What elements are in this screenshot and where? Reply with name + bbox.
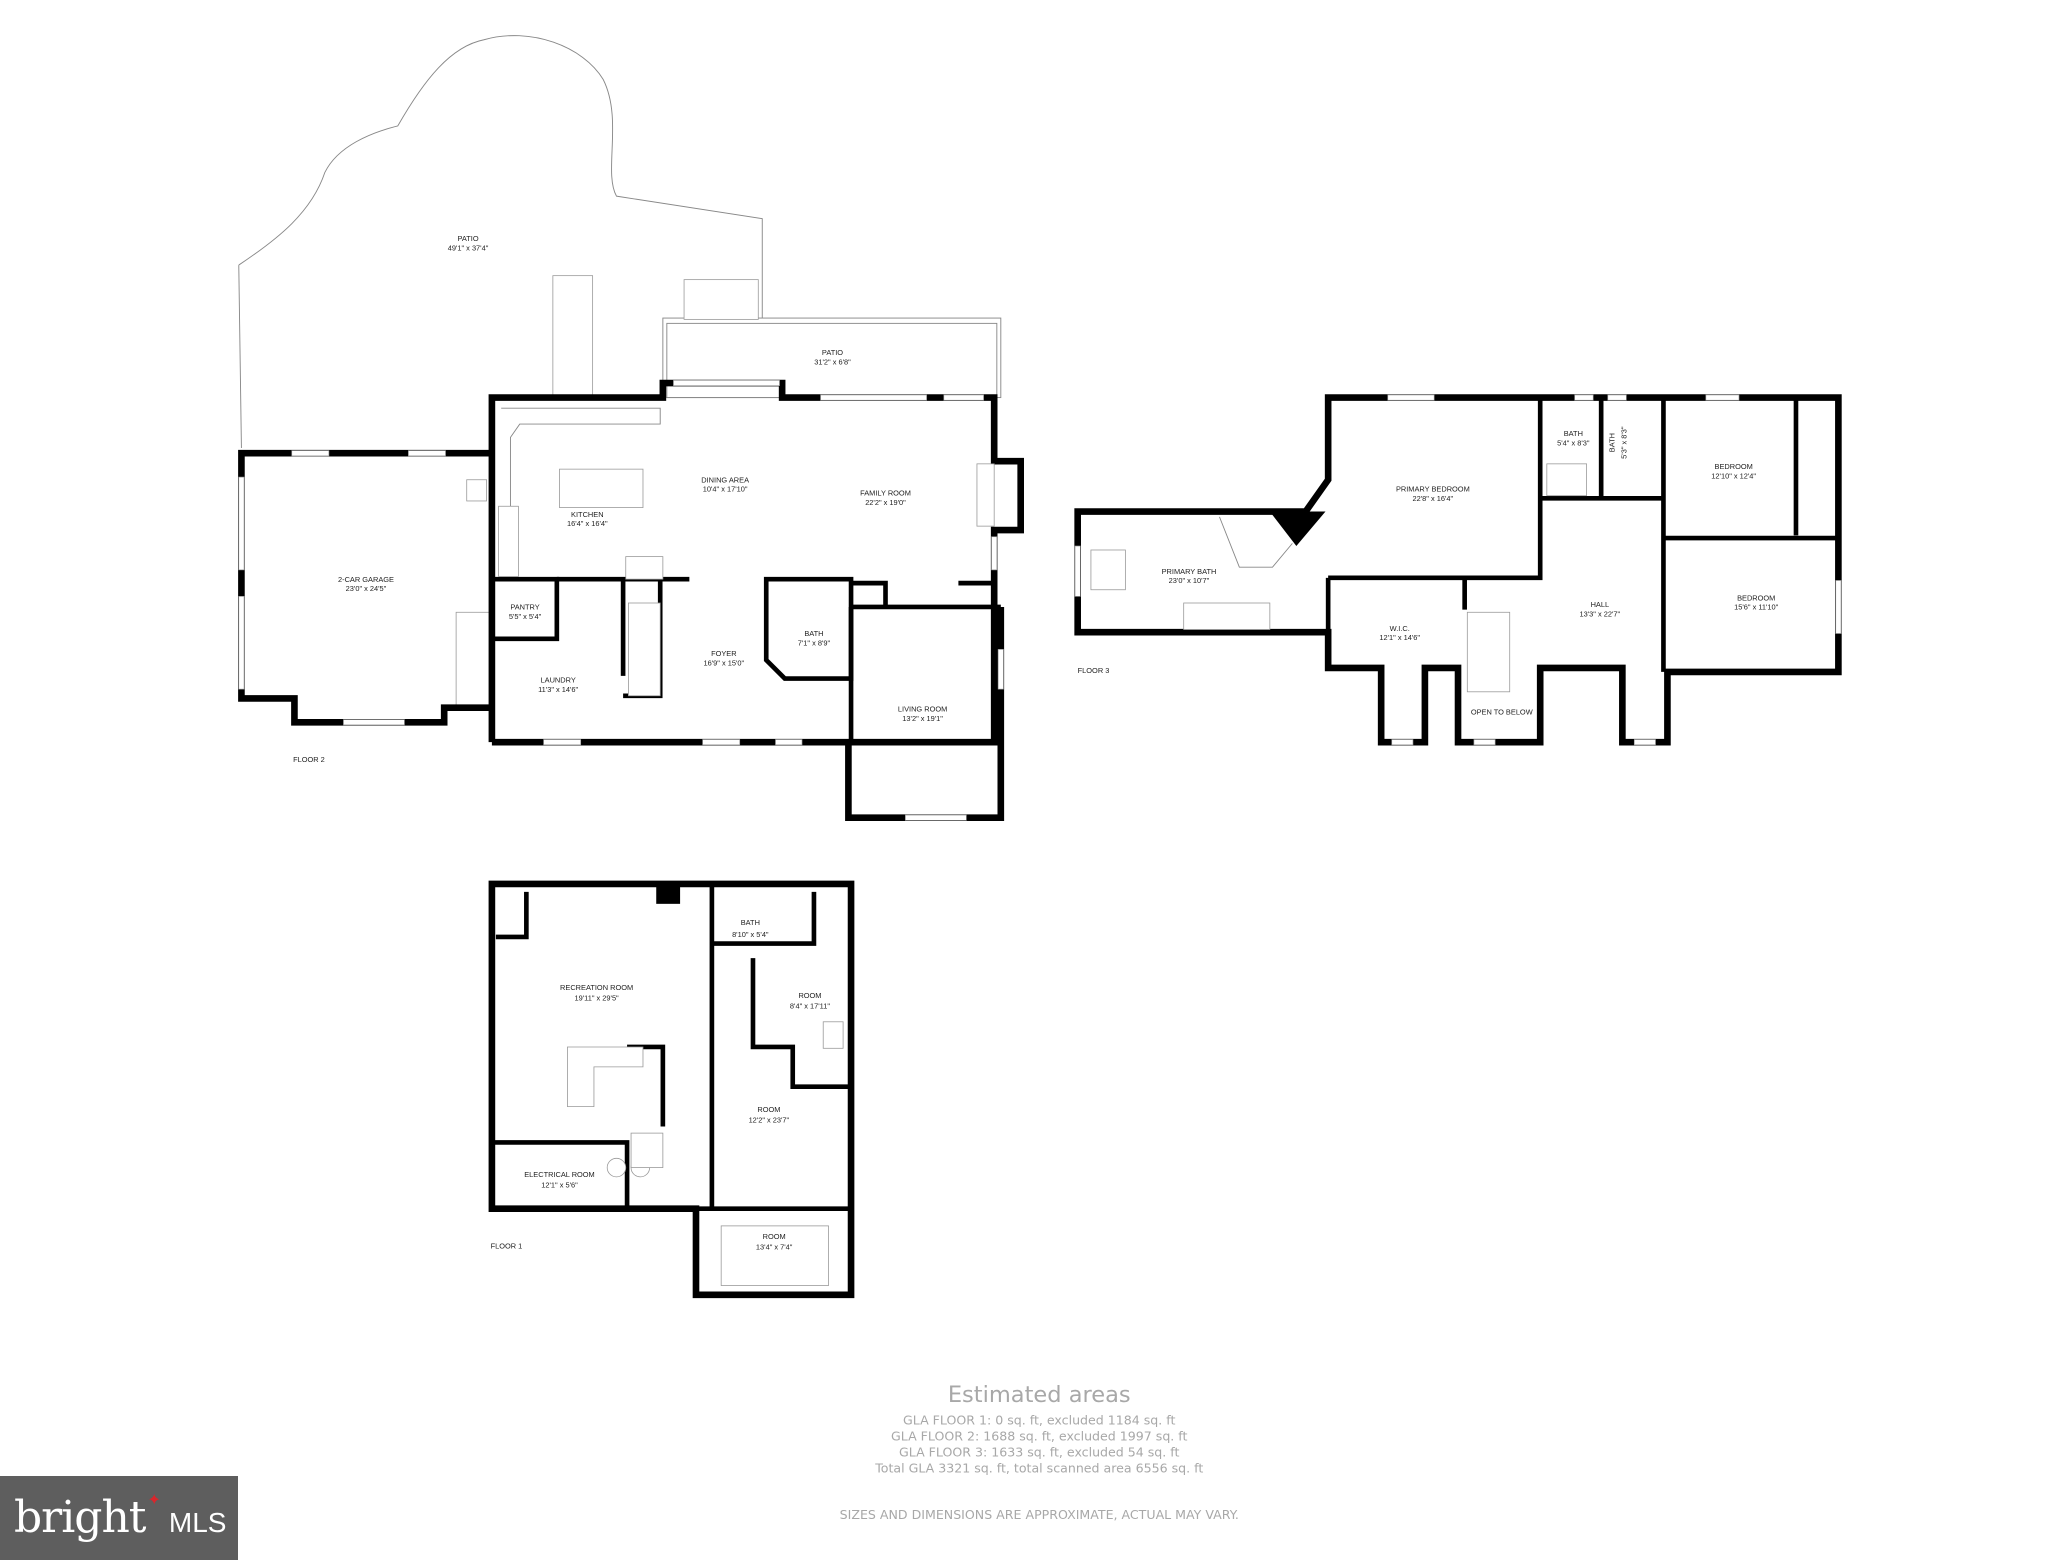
room-name: PRIMARY BEDROOM (1396, 485, 1470, 494)
room-size: 7'1" x 8'9" (798, 638, 831, 647)
room-size: 49'1" x 37'4" (448, 243, 489, 252)
room-size: 22'2" x 19'0" (865, 498, 906, 507)
windows (1074, 394, 1842, 746)
room-name: KITCHEN (571, 510, 604, 519)
room-name: LAUNDRY (541, 676, 576, 685)
logo-star-icon: ✦ (147, 1490, 161, 1509)
summary-line: Total GLA 3321 sq. ft, total scanned are… (874, 1460, 1203, 1475)
room-name: FAMILY ROOM (860, 489, 911, 498)
wedge (1269, 511, 1326, 547)
room-name: BEDROOM (1737, 593, 1775, 602)
disclaimer: SIZES AND DIMENSIONS ARE APPROXIMATE, AC… (840, 1507, 1239, 1522)
room-size: 22'8" x 16'4" (1413, 494, 1454, 503)
summary-title: Estimated areas (948, 1382, 1131, 1408)
room-size: 8'10" x 5'4" (732, 930, 769, 939)
floor-1-fixtures (567, 1021, 844, 1286)
room-name: PATIO (822, 348, 843, 357)
room-name: ROOM (757, 1105, 780, 1114)
room-size: 5'3" x 8'3" (1619, 426, 1628, 459)
room-name: OPEN TO BELOW (1471, 707, 1533, 716)
room-name: W.I.C. (1390, 624, 1410, 633)
floor-3-plan: PRIMARY BEDROOM 22'8" x 16'4" PRIMARY BA… (1074, 394, 1842, 746)
room-size: 12'1" x 5'6" (541, 1180, 578, 1189)
room-name: RECREATION ROOM (560, 983, 633, 992)
room-size: 13'4" x 7'4" (756, 1243, 793, 1252)
room-name: ROOM (798, 991, 821, 1000)
house-exterior-walls (488, 379, 1024, 822)
room-size: 10'4" x 17'10" (703, 485, 748, 494)
room-size: 19'11" x 29'5" (575, 994, 620, 1003)
floor-2-plan: PATIO 49'1" x 37'4" PATIO 31'2" x 6'8" D… (238, 35, 1024, 822)
room-size: 8'4" x 17'11" (790, 1002, 830, 1011)
room-name: PANTRY (510, 603, 539, 612)
floor-label: FLOOR 1 (491, 1241, 523, 1250)
logo-suffix: MLS (168, 1507, 227, 1538)
floor-1-exterior-walls (488, 880, 855, 1299)
floor-3-interior-walls (1325, 397, 1839, 672)
logo-word: bright (14, 1492, 146, 1543)
room-size: 11'3" x 14'6" (538, 685, 578, 694)
floor-1-plan: BATH 8'10" x 5'4" ROOM 8'4" x 17'11" REC… (488, 880, 855, 1299)
summary-line: GLA FLOOR 3: 1633 sq. ft, excluded 54 sq… (899, 1444, 1179, 1459)
room-name: 2-CAR GARAGE (338, 575, 394, 584)
room-size: 13'2" x 19'1" (902, 714, 943, 723)
summary-line: GLA FLOOR 1: 0 sq. ft, excluded 1184 sq.… (903, 1413, 1175, 1428)
room-name: BATH (1607, 433, 1616, 452)
room-name: PATIO (457, 234, 478, 243)
room-size: 15'6" x 11'10" (1734, 603, 1779, 612)
room-size: 13'3" x 22'7" (1580, 609, 1621, 618)
windows (238, 380, 1004, 821)
exterior-stairs (455, 275, 759, 706)
room-name: ROOM (763, 1232, 786, 1241)
room-name: BATH (804, 629, 823, 638)
floor-3-exterior-walls (1074, 394, 1842, 746)
room-size: 12'1" x 14'6" (1379, 633, 1420, 642)
room-size: 23'0" x 10'7" (1169, 576, 1210, 585)
room-size: 12'10" x 12'4" (1711, 471, 1756, 480)
floor-3-fixtures (1090, 463, 1587, 693)
bright-mls-logo: bright ✦ MLS (0, 1476, 239, 1560)
room-name: ELECTRICAL ROOM (524, 1170, 595, 1179)
patio-outline (238, 35, 763, 448)
room-name: BATH (741, 918, 760, 927)
room-size: 5'5" x 5'4" (509, 612, 542, 621)
room-name: PRIMARY BATH (1162, 567, 1217, 576)
room-size: 23'0" x 24'5" (346, 584, 387, 593)
room-name: LIVING ROOM (898, 705, 947, 714)
room-size: 12'2" x 23'7" (749, 1116, 790, 1125)
room-name: BEDROOM (1715, 462, 1753, 471)
kitchen-fixtures (466, 407, 995, 697)
room-name: FOYER (711, 649, 737, 658)
area-summary: Estimated areas GLA FLOOR 1: 0 sq. ft, e… (840, 1382, 1239, 1522)
floor-label: FLOOR 2 (293, 755, 325, 764)
room-name: HALL (1591, 600, 1610, 609)
room-name: BATH (1564, 429, 1583, 438)
room-name: DINING AREA (701, 475, 749, 484)
room-size: 31'2" x 6'8" (814, 357, 851, 366)
floor-1-interior-walls (491, 883, 852, 1211)
room-size: 16'4" x 16'4" (567, 519, 608, 528)
room-size: 5'4" x 8'3" (1557, 438, 1590, 447)
summary-line: GLA FLOOR 2: 1688 sq. ft, excluded 1997 … (891, 1429, 1187, 1444)
floor-label: FLOOR 3 (1078, 666, 1110, 675)
room-size: 16'9" x 15'0" (704, 658, 745, 667)
